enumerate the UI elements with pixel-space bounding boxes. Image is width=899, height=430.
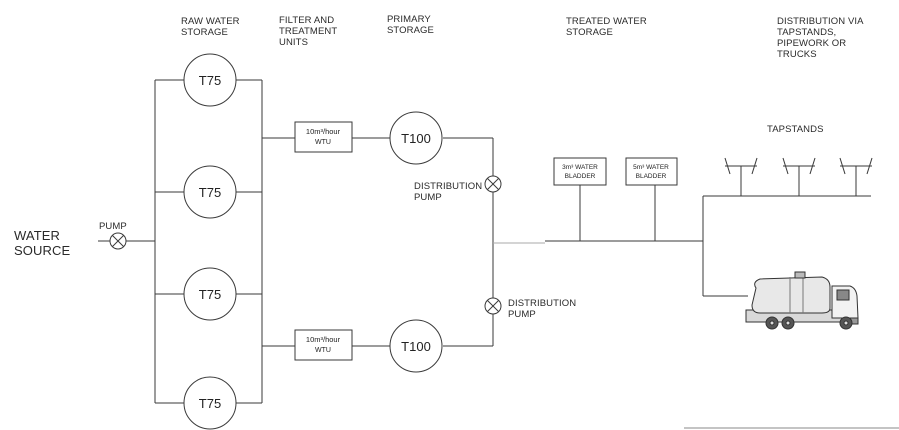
bladder-line2: BLADDER xyxy=(565,173,596,180)
bladder-line1: 5m³ WATER xyxy=(633,164,669,171)
tank-label: T75 xyxy=(199,185,221,200)
pump-valve-icon xyxy=(484,297,502,315)
bladder-line1: 3m³ WATER xyxy=(562,164,598,171)
primary-storage-heading: PRIMARY STORAGE xyxy=(387,14,434,36)
distribution-heading: DISTRIBUTION VIA TAPSTANDS, PIPEWORK OR … xyxy=(777,16,864,60)
raw-tank: T75 xyxy=(183,165,237,219)
bladder-5m3: 5m³ WATER BLADDER xyxy=(625,157,678,186)
pump-label: PUMP xyxy=(99,221,127,232)
raw-water-storage-heading: RAW WATER STORAGE xyxy=(181,16,240,38)
bladder-3m3: 3m³ WATER BLADDER xyxy=(553,157,607,186)
tank-label: T100 xyxy=(401,339,431,354)
distribution-pump-label-lower: DISTRIBUTION PUMP xyxy=(508,298,577,320)
wtu-label: WTU xyxy=(315,347,331,354)
filter-treatment-heading: FILTER AND TREATMENT UNITS xyxy=(279,15,338,48)
tank-label: T75 xyxy=(199,396,221,411)
tap-icon xyxy=(839,157,873,175)
wtu-unit: 10m³/hour WTU xyxy=(294,121,353,153)
tap-icon xyxy=(724,157,758,175)
wtu-unit: 10m³/hour WTU xyxy=(294,329,353,361)
primary-tank: T100 xyxy=(389,319,443,373)
treated-water-storage-heading: TREATED WATER STORAGE xyxy=(566,16,647,38)
wtu-label: WTU xyxy=(315,139,331,146)
distribution-pump-label-upper: DISTRIBUTION PUMP xyxy=(414,181,483,203)
primary-tank: T100 xyxy=(389,111,443,165)
pump-valve-icon xyxy=(109,232,127,250)
pump-valve-icon xyxy=(484,175,502,193)
raw-tank: T75 xyxy=(183,376,237,430)
tank-label: T75 xyxy=(199,287,221,302)
wtu-rate-label: 10m³/hour xyxy=(306,335,341,344)
tank-label: T75 xyxy=(199,73,221,88)
tapstands-label: TAPSTANDS xyxy=(767,124,824,135)
tap-icon xyxy=(782,157,816,175)
wtu-rate-label: 10m³/hour xyxy=(306,127,341,136)
bladder-line2: BLADDER xyxy=(636,173,667,180)
water-truck-icon xyxy=(745,271,859,330)
raw-tank: T75 xyxy=(183,267,237,321)
water-source-label: WATER SOURCE xyxy=(14,228,71,258)
raw-tank: T75 xyxy=(183,53,237,107)
tank-label: T100 xyxy=(401,131,431,146)
